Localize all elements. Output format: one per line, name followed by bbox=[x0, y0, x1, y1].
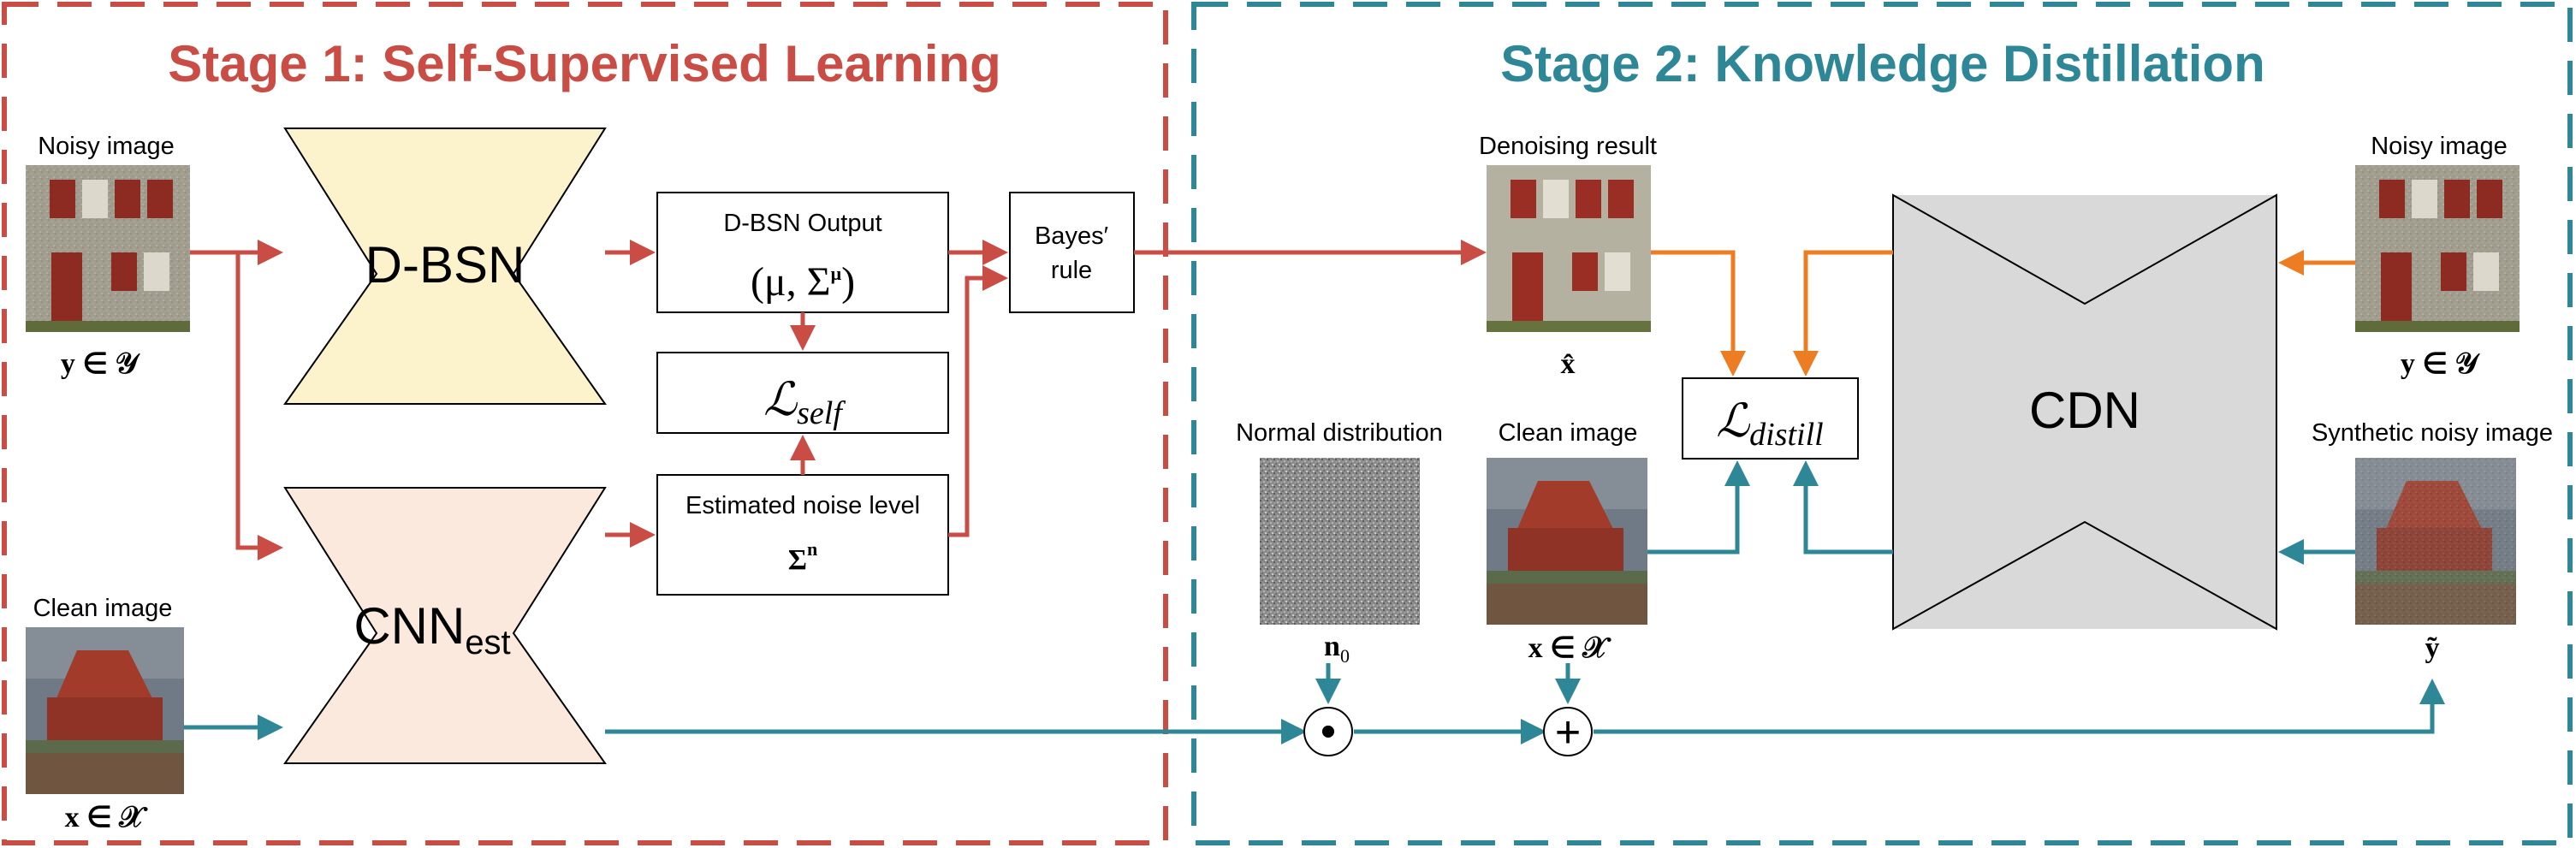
normal-label: Normal distribution bbox=[1236, 419, 1443, 447]
dbsn-output-label: D-BSN Output bbox=[723, 210, 881, 237]
noise-level-label: Estimated noise level bbox=[686, 492, 920, 519]
svg-text:+: + bbox=[1555, 708, 1581, 757]
stage2-frame bbox=[1191, 2, 2573, 845]
stage2-clean-math: x ∈ 𝒳 bbox=[1528, 632, 1612, 664]
teal-bottom-path bbox=[184, 663, 2445, 744]
stage1-title: Stage 1: Self-Supervised Learning bbox=[168, 35, 1001, 92]
stage1-noisy-label: Noisy image bbox=[38, 133, 175, 160]
cnn-est-network bbox=[283, 487, 607, 764]
dbsn-output-math: (μ, Σμ) bbox=[751, 259, 855, 305]
cdn-outline bbox=[1892, 193, 2277, 631]
stage2-noisy-math: y ∈ 𝒴 bbox=[2401, 348, 2481, 380]
denoise-label: Denoising result bbox=[1479, 133, 1657, 160]
denoise-math: x̂ bbox=[1561, 348, 1576, 380]
normal-math: n0 bbox=[1324, 631, 1350, 667]
normal-noise-image bbox=[1260, 458, 1420, 625]
stage2-teal-arrows bbox=[1647, 460, 2355, 565]
loss-distill: ℒdistill bbox=[1716, 395, 1823, 453]
stage2-orange-arrows bbox=[1651, 250, 2355, 377]
stage1-clean-math: x ∈ 𝒳 bbox=[65, 802, 149, 833]
dbsn-output-box bbox=[656, 192, 949, 313]
denoise-image bbox=[1487, 165, 1651, 332]
stage1-clean-image bbox=[26, 627, 184, 794]
bayes-box bbox=[1009, 192, 1135, 313]
loss-self: ℒself bbox=[763, 374, 846, 431]
stage2-noisy-label: Noisy image bbox=[2371, 133, 2508, 160]
stage1-clean-label: Clean image bbox=[33, 595, 173, 622]
noise-level-math: Σn bbox=[788, 538, 817, 576]
loss-self-box bbox=[656, 352, 949, 434]
multiply-node: • bbox=[1303, 707, 1353, 756]
cdn-label: CDN bbox=[2029, 382, 2140, 439]
synth-image bbox=[2355, 458, 2516, 625]
stage2-clean-label: Clean image bbox=[1499, 419, 1638, 447]
cnn-est-label: CNNest bbox=[353, 597, 510, 661]
dbsn-network bbox=[283, 127, 607, 405]
dbsn-label: D-BSN bbox=[365, 236, 525, 294]
bayes-line1: Bayes′ bbox=[1035, 222, 1108, 250]
stage1-noisy-image bbox=[26, 165, 190, 332]
stage1-red-arrows bbox=[190, 240, 1487, 560]
stage2-clean-image bbox=[1487, 458, 1647, 625]
synth-label: Synthetic noisy image bbox=[2312, 419, 2553, 447]
add-node: + bbox=[1543, 707, 1593, 757]
stage2-noisy-image bbox=[2355, 165, 2520, 332]
loss-distill-box bbox=[1682, 377, 1859, 460]
stage1-noisy-math: y ∈ 𝒴 bbox=[61, 348, 141, 380]
noise-level-box bbox=[656, 474, 949, 596]
synth-math: ỹ bbox=[2425, 632, 2440, 664]
svg-text:•: • bbox=[1321, 707, 1336, 756]
stage2-title: Stage 2: Knowledge Distillation bbox=[1500, 35, 2264, 92]
stage1-frame bbox=[2, 2, 1168, 845]
bayes-line2: rule bbox=[1051, 257, 1092, 284]
